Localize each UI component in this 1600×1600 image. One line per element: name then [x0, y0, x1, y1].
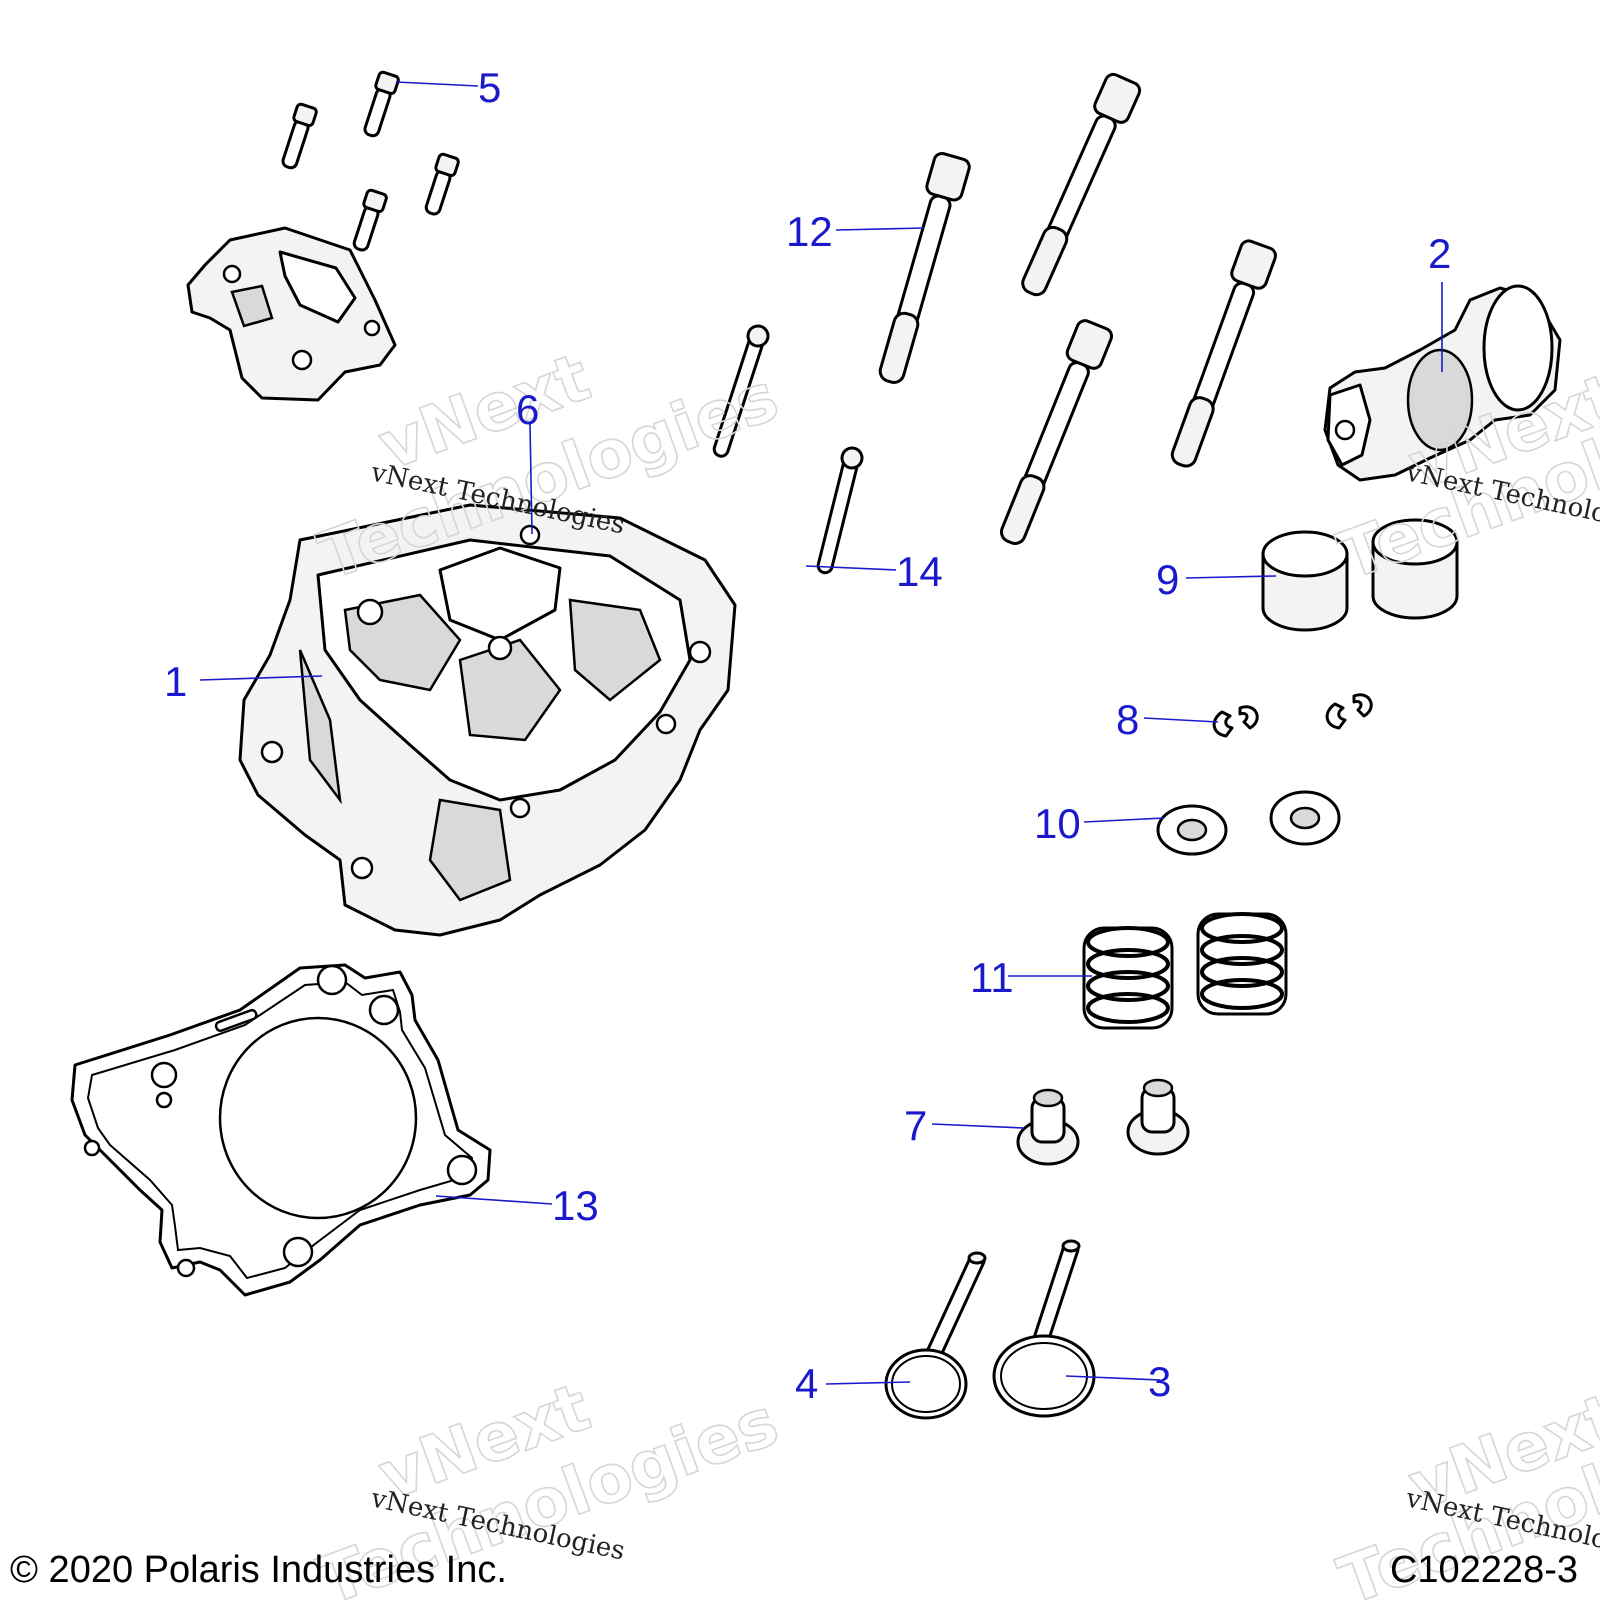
- callout-3: 3: [1148, 1358, 1171, 1405]
- leader-5: [395, 81, 479, 87]
- part-3-exhaust-valve: [992, 1239, 1096, 1418]
- copyright-text: © 2020 Polaris Industries Inc.: [10, 1549, 507, 1591]
- callout-2: 2: [1428, 230, 1451, 277]
- callout-8: 8: [1116, 696, 1139, 743]
- callout-labels: 1 2 3 4 5 6 7 8 9 10 11 12 13 14: [164, 64, 1451, 1407]
- leader-6: [529, 423, 533, 535]
- callout-1: 1: [164, 658, 187, 705]
- callout-9: 9: [1156, 556, 1179, 603]
- part-14-studs: [712, 324, 864, 575]
- part-8-keepers: [1212, 693, 1373, 738]
- callout-5: 5: [478, 64, 501, 111]
- watermark-group: vNext Technologies vNext Technologies vN…: [308, 338, 1600, 1600]
- leader-14: [805, 565, 897, 571]
- part-9-buckets: [1261, 518, 1459, 632]
- part-12-head-bolts: [878, 72, 1277, 545]
- part-5-bolts: [281, 70, 460, 252]
- leader-lines: [199, 81, 1443, 1385]
- part-13-head-gasket: [70, 963, 492, 1297]
- callout-14: 14: [896, 548, 943, 595]
- callout-13: 13: [552, 1182, 599, 1229]
- leader-12: [835, 227, 925, 231]
- leader-13: [435, 1195, 553, 1205]
- figure-code: C102228-3: [1389, 1549, 1578, 1591]
- leader-10: [1083, 817, 1165, 823]
- leader-4: [825, 1381, 911, 1385]
- callout-4: 4: [795, 1360, 818, 1407]
- callout-7: 7: [904, 1102, 927, 1149]
- leader-1: [199, 675, 323, 681]
- leader-8: [1143, 717, 1219, 723]
- leader-9: [1185, 575, 1277, 579]
- part-4-intake-valve: [884, 1251, 987, 1420]
- callout-6: 6: [516, 386, 539, 433]
- cam-cap: [186, 226, 397, 402]
- part-2-camshaft: [1323, 284, 1562, 482]
- callout-10: 10: [1034, 800, 1081, 847]
- callout-11: 11: [970, 954, 1014, 1001]
- part-7-valve-seals: [1016, 1078, 1190, 1166]
- part-1-cylinder-head: [238, 503, 737, 937]
- part-10-retainers: [1156, 790, 1341, 856]
- part-11-valve-springs: [1082, 912, 1288, 1030]
- callout-12: 12: [786, 208, 833, 255]
- leader-7: [931, 1123, 1025, 1129]
- leader-3: [1065, 1375, 1161, 1381]
